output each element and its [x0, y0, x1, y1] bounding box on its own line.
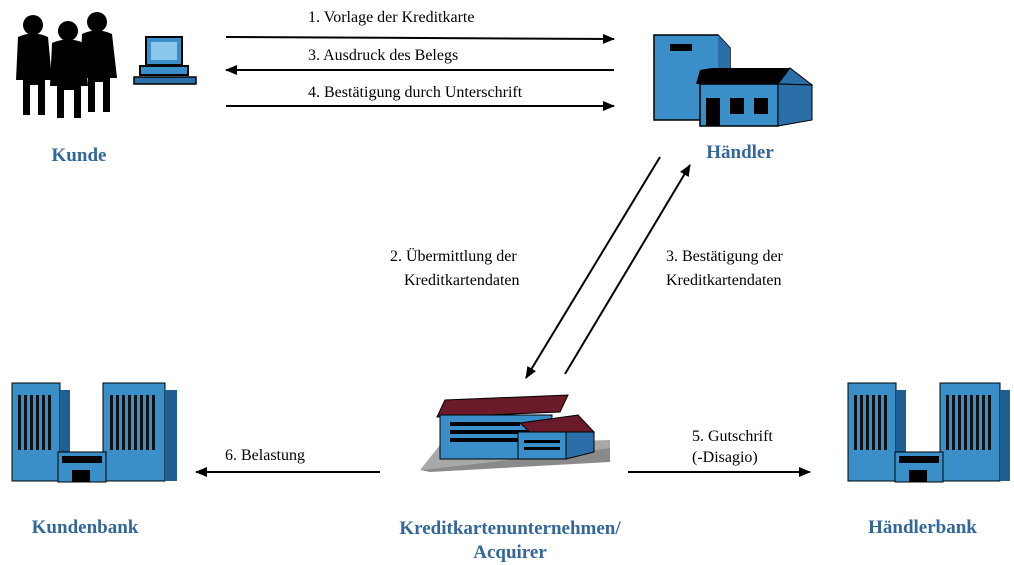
acquirer-building-icon: [420, 394, 610, 472]
label-uebermittlung-line2: Kreditkartendaten: [404, 272, 520, 289]
node-label-kundenbank: Kundenbank: [31, 517, 139, 538]
node-label-acquirer-line2: Acquirer: [473, 542, 547, 563]
label-bestaetigung-daten-line1: 3. Bestätigung der: [666, 248, 783, 265]
label-vorlage-kreditkarte: 1. Vorlage der Kreditkarte: [308, 9, 475, 26]
label-bestaetigung-daten-line2: Kreditkartendaten: [666, 272, 782, 289]
label-ausdruck-beleg: 3. Ausdruck des Belegs: [308, 47, 459, 64]
node-label-haendlerbank: Händlerbank: [868, 517, 977, 538]
customer-bank-building-icon: [11, 382, 177, 483]
computer-icon: [133, 36, 197, 85]
merchant-building-icon: [653, 34, 814, 127]
label-gutschrift-line2: (-Disagio): [692, 449, 758, 466]
label-uebermittlung-line1: 2. Übermittlung der: [390, 248, 517, 265]
label-gutschrift-line1: 5. Gutschrift: [692, 428, 773, 445]
node-label-kunde: Kunde: [51, 145, 107, 166]
arrow-bestaetigung-daten: [564, 164, 691, 375]
label-bestaetigung-unterschrift: 4. Bestätigung durch Unterschrift: [308, 84, 523, 101]
label-belastung: 6. Belastung: [225, 447, 305, 464]
customer-people-icon: [16, 12, 117, 118]
node-label-haendler: Händler: [706, 142, 774, 163]
arrow-uebermittlung-daten: [525, 156, 661, 379]
node-label-acquirer-line1: Kreditkartenunternehmen/: [399, 518, 621, 539]
arrow-vorlage-kreditkarte: [225, 33, 615, 44]
merchant-bank-building-icon: [847, 382, 1010, 483]
